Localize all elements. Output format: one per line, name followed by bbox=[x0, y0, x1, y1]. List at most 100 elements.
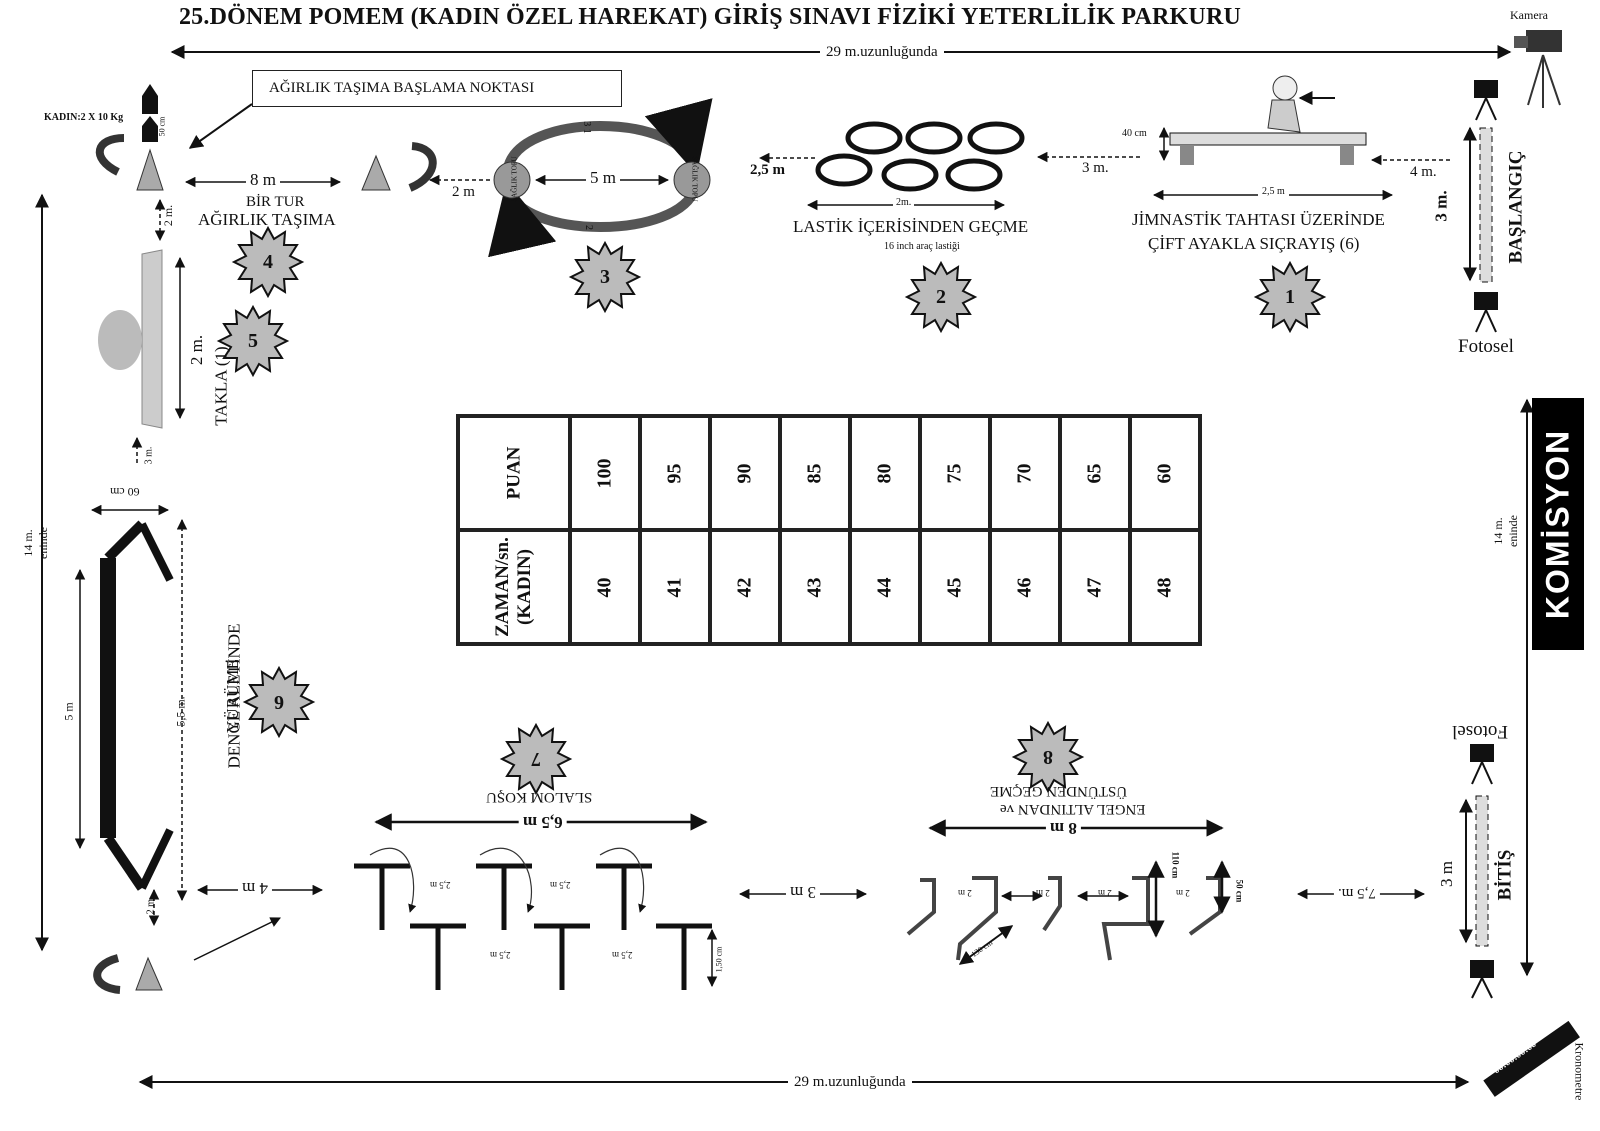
station-6-beam: 5 m bbox=[61, 702, 76, 721]
station-1-number: 1 bbox=[1285, 285, 1295, 308]
hurdle-low: 50 cm bbox=[1234, 879, 1245, 903]
slalom-spacing-4: 2,5 m bbox=[612, 950, 633, 960]
zaman-cell: 44 bbox=[873, 577, 896, 597]
fotosel-start-icon bbox=[1474, 80, 1498, 333]
left-width-label: 14 m. eninde bbox=[21, 527, 50, 559]
bottom-length-label: 29 m.uzunluğunda bbox=[788, 1074, 912, 1091]
station-1-line1: JİMNASTİK TAHTASI ÜZERİNDE bbox=[1132, 210, 1385, 229]
station-6-total: 5,5 m. bbox=[173, 696, 188, 727]
right-width-label: 14 m. eninde bbox=[1491, 515, 1520, 547]
station-8-length: 8 m bbox=[1046, 818, 1081, 838]
hurdle-spacing-1: 2 m bbox=[958, 888, 972, 898]
page-title: 25.DÖNEM POMEM (KADIN ÖZEL HAREKAT) GİRİ… bbox=[178, 4, 1242, 30]
komisyon-box: KOMİSYON bbox=[1532, 398, 1584, 650]
station-2-gap: 2,5 m bbox=[750, 162, 785, 178]
hurdle-high: 110 cm bbox=[1170, 851, 1181, 879]
station-3-arc-top: 3 1 bbox=[580, 121, 592, 134]
slalom-spacing-1: 2,5 m bbox=[430, 880, 451, 890]
slalom-height: 1,50 cm bbox=[714, 946, 724, 973]
puan-cell: 95 bbox=[663, 463, 686, 483]
cone-icon bbox=[135, 956, 163, 991]
cone-icon bbox=[136, 148, 164, 191]
zaman-cell: 46 bbox=[1013, 577, 1036, 597]
station-2-number: 2 bbox=[936, 285, 946, 308]
station-2-sub: 16 inch araç lastiği bbox=[884, 241, 960, 252]
station-3-arc-bottom: 2 bbox=[583, 225, 594, 230]
start-label: BAŞLANGIÇ bbox=[1505, 150, 1527, 264]
puan-cell: 85 bbox=[803, 463, 826, 483]
start-width: 3 m. bbox=[1431, 190, 1451, 222]
station-4-line2: AĞIRLIK TAŞIMA bbox=[198, 210, 336, 229]
kronometre-label: Kronometre bbox=[1572, 1042, 1587, 1101]
hurdle-spacing-4: 2 m bbox=[1176, 888, 1190, 898]
fotosel-finish-icon bbox=[1470, 744, 1494, 999]
puan-cell: 100 bbox=[593, 458, 616, 488]
slalom-spacing-3: 2,5 m bbox=[490, 950, 511, 960]
table-row: PUAN 100 95 90 85 80 75 70 65 60 bbox=[458, 416, 1200, 530]
table-header-cell: ZAMAN/sn. (KADIN) bbox=[458, 530, 570, 644]
top-length-label: 29 m.uzunluğunda bbox=[820, 44, 944, 61]
star-icon bbox=[568, 240, 642, 314]
star-icon bbox=[499, 722, 573, 796]
zaman-cell: 43 bbox=[803, 577, 826, 597]
station-7-length: 6,5 m bbox=[519, 812, 567, 832]
puan-cell: 70 bbox=[1013, 463, 1036, 483]
station-8-line2: ÜSTÜNDEN GEÇME bbox=[990, 783, 1128, 799]
star-icon bbox=[1011, 720, 1085, 794]
station-5-gap: 3 m. bbox=[143, 446, 155, 465]
station-5-number: 5 bbox=[248, 329, 258, 352]
puan-cell: 75 bbox=[943, 463, 966, 483]
weights-height-label: 50 cm bbox=[157, 116, 167, 137]
star-icon bbox=[231, 225, 305, 299]
station-6-line2: YÜRÜME bbox=[222, 659, 242, 733]
station-5-length: 2 m. bbox=[187, 334, 207, 366]
station-7-gap: 4 m bbox=[238, 878, 272, 898]
fotosel-bottom-label: Fotosel bbox=[1452, 721, 1508, 742]
station-4-line1: BİR TUR bbox=[246, 194, 305, 210]
station-4-length: 8 m bbox=[246, 170, 280, 190]
puan-cell: 80 bbox=[873, 463, 896, 483]
puan-cell: 65 bbox=[1083, 463, 1106, 483]
beam-icon bbox=[100, 520, 174, 891]
station-6-width: 60 cm bbox=[110, 485, 140, 499]
stopwatch-icon bbox=[1483, 1020, 1580, 1097]
zaman-header: ZAMAN/sn. (KADIN) bbox=[491, 537, 535, 637]
ball-label-right: SAĞLIK TOPU bbox=[690, 156, 699, 202]
puan-header: PUAN bbox=[503, 446, 524, 500]
hurdle-spacing-3: 2 m bbox=[1098, 888, 1112, 898]
star-icon bbox=[904, 260, 978, 334]
finish-width: 3 m bbox=[1436, 861, 1456, 887]
station-3-distance: 5 m bbox=[586, 168, 620, 188]
station-4-number: 4 bbox=[263, 250, 273, 273]
table-header-cell: PUAN bbox=[458, 416, 570, 530]
station-1-line2: ÇİFT AYAKLA SIÇRAYIŞ (6) bbox=[1148, 234, 1360, 253]
tires-icon bbox=[815, 121, 1025, 192]
star-badges bbox=[216, 225, 1327, 796]
station-3-number: 3 bbox=[600, 265, 610, 288]
zaman-cell: 41 bbox=[663, 577, 686, 597]
station-6-number: 6 bbox=[274, 691, 284, 714]
station-7-number: 7 bbox=[531, 748, 541, 771]
zaman-cell: 47 bbox=[1083, 577, 1106, 597]
camera-icon bbox=[1514, 30, 1562, 108]
weight-start-callout: AĞIRLIK TAŞIMA BAŞLAMA NOKTASI bbox=[252, 70, 622, 107]
slalom-spacing-2: 2,5 m bbox=[550, 880, 571, 890]
station-7-label: SLALOM KOŞU bbox=[486, 789, 593, 805]
slalom-poles-icon bbox=[354, 863, 712, 990]
star-icon bbox=[216, 304, 290, 378]
hurdles-icon bbox=[906, 876, 1222, 961]
camera-label: Kamera bbox=[1510, 8, 1548, 22]
hurdle-spacing-2: 2 m bbox=[1036, 888, 1050, 898]
mat-icon bbox=[141, 249, 163, 429]
station-6-gap: 2 m. bbox=[145, 896, 157, 915]
bench-icon bbox=[1169, 75, 1367, 165]
star-icon bbox=[1253, 260, 1327, 334]
zaman-cell: 40 bbox=[593, 577, 616, 597]
station-8-line1: ENGEL ALTINDAN ve bbox=[1000, 801, 1146, 817]
station-4-gap: 2 m. bbox=[161, 204, 176, 227]
finish-label: BİTİŞ bbox=[1494, 849, 1516, 901]
station-1-length: 2,5 m bbox=[1258, 186, 1289, 197]
station-1-gap-next: 3 m. bbox=[1082, 160, 1109, 176]
weights-label: KADIN:2 X 10 Kg bbox=[44, 112, 124, 123]
table-row: ZAMAN/sn. (KADIN) 40 41 42 43 44 45 46 4… bbox=[458, 530, 1200, 644]
